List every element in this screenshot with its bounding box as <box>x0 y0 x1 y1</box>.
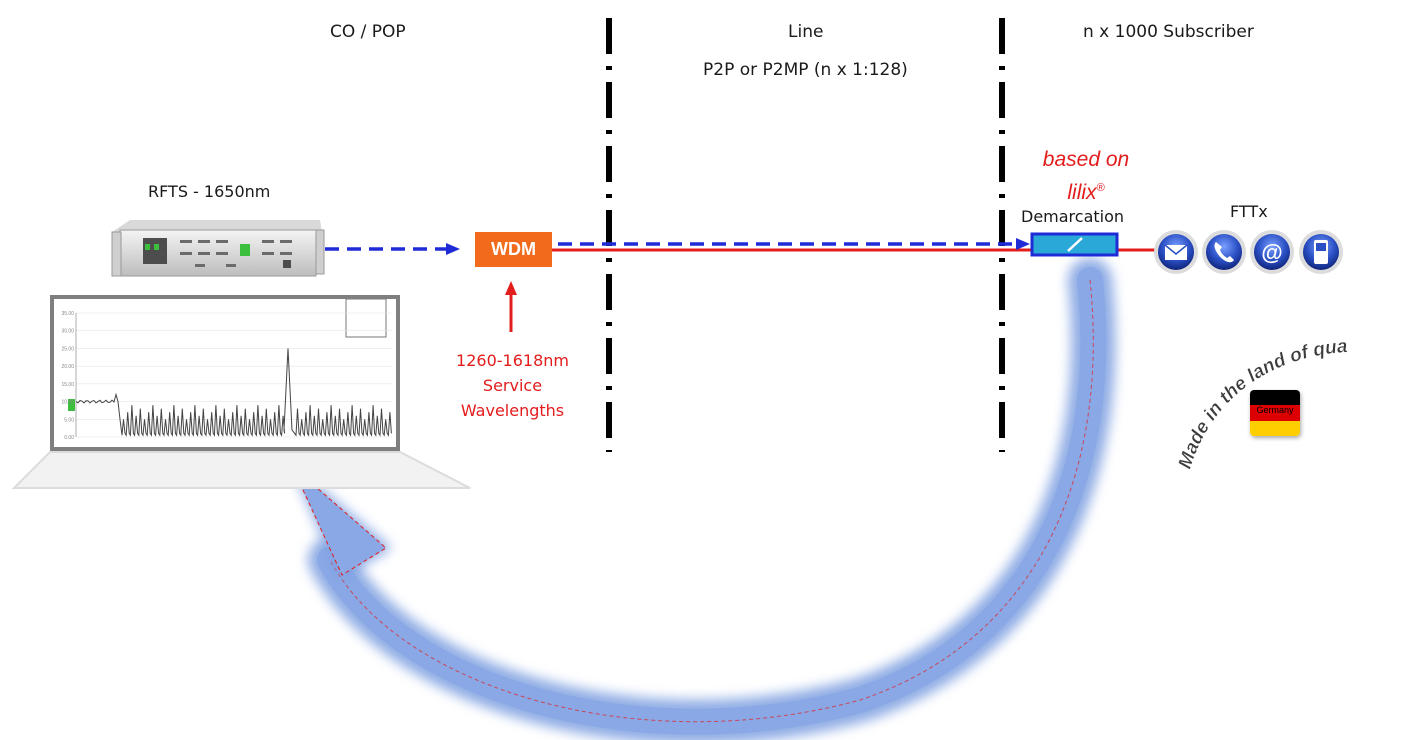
demarcation-device <box>1030 232 1119 257</box>
mobile-icon <box>1299 230 1343 274</box>
at-icon: @ <box>1250 230 1294 274</box>
otdr-y-tick: 35.00 <box>61 311 74 317</box>
registered-mark: ® <box>1096 182 1105 194</box>
envelope-icon <box>1154 230 1198 274</box>
wdm-to-demarcation-arrow <box>558 238 1030 250</box>
laptop-base <box>11 451 471 489</box>
service-line-3: Wavelengths <box>460 401 565 420</box>
rfts-label: RFTS - 1650nm <box>148 182 271 201</box>
rfts-device <box>111 220 325 277</box>
otdr-y-tick: 30.00 <box>61 329 74 335</box>
otdr-trace-chart: 35.00 30.00 25.00 20.00 15.00 10.00 5.00 0.00 <box>54 298 396 447</box>
monitoring-return-arrow <box>290 258 1116 740</box>
germany-label: Germany <box>1256 405 1294 415</box>
otdr-y-tick: 20.00 <box>61 364 74 370</box>
otdr-y-tick: 15.00 <box>61 382 74 388</box>
section-subscriber: n x 1000 Subscriber <box>1083 22 1254 42</box>
based-on-lilix: based on lilix® <box>1022 146 1150 207</box>
demarcation-label: Demarcation <box>1021 207 1125 226</box>
lilix-text: lilix <box>1067 181 1097 204</box>
section-line-subtitle: P2P or P2MP (n x 1:128) <box>703 60 908 80</box>
otdr-screen: 35.00 30.00 25.00 20.00 15.00 10.00 5.00 0.00 <box>50 295 400 451</box>
based-on-text: based on <box>1042 148 1130 171</box>
service-wavelength-label: 1260-1618nm Service Wavelengths <box>440 348 585 423</box>
otdr-y-tick: 25.00 <box>61 346 74 352</box>
otdr-y-tick: 5.00 <box>64 417 74 423</box>
lilix-brand: lilix® <box>1022 174 1150 207</box>
service-line-2: Service <box>482 376 543 395</box>
service-line-1: 1260-1618nm <box>456 351 569 370</box>
germany-flag: Germany <box>1250 390 1300 436</box>
section-co-pop: CO / POP <box>330 22 406 42</box>
svg-text:@: @ <box>1261 240 1282 265</box>
phone-icon <box>1202 230 1246 274</box>
otdr-y-tick: 0.00 <box>64 435 74 441</box>
otdr-y-tick: 10.00 <box>61 400 74 406</box>
rfts-to-wdm-arrow <box>325 243 460 255</box>
wdm-box: WDM <box>475 232 552 267</box>
section-line: Line <box>788 22 824 42</box>
service-wavelength-arrow <box>505 281 517 332</box>
fttx-label: FTTx <box>1230 202 1268 221</box>
